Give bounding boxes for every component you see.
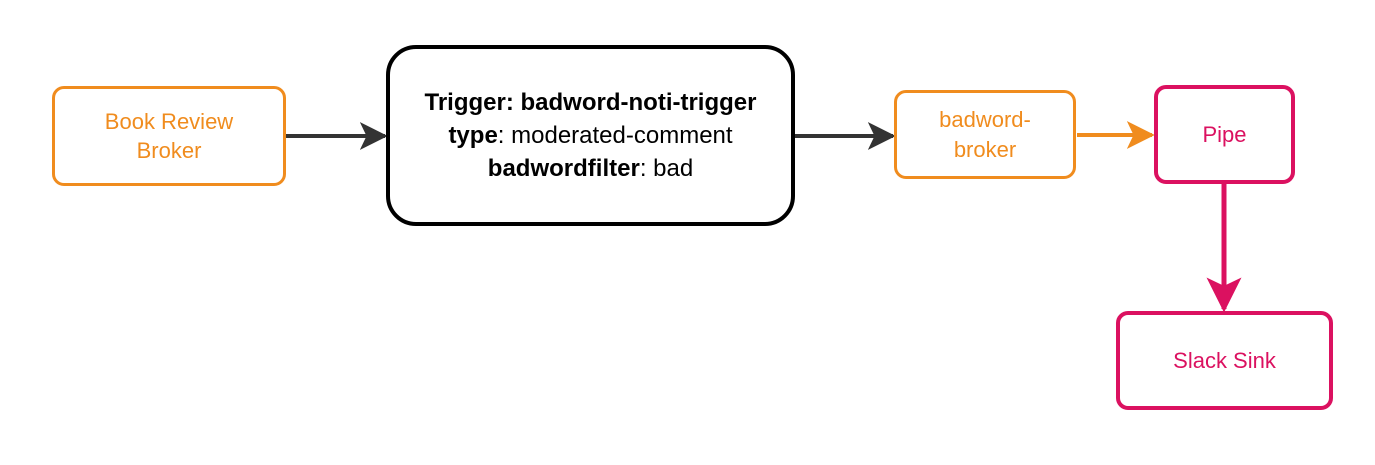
node-label-line: Pipe — [1202, 121, 1247, 147]
trigger-line-2-rest: : moderated-comment — [497, 121, 733, 149]
trigger-line-1-bold: Trigger: badword-noti-trigger — [424, 88, 757, 116]
node-pipe[interactable]: Pipe — [1154, 85, 1295, 184]
trigger-line-2-bold: type — [448, 121, 498, 149]
node-book-review-broker[interactable]: Book Review Broker — [52, 86, 286, 186]
trigger-line-3: badwordfilter: bad — [404, 152, 777, 185]
node-label-line: Slack Sink — [1173, 347, 1276, 373]
trigger-line-3-rest: : bad — [639, 155, 694, 183]
trigger-line-3-bold: badwordfilter — [487, 155, 640, 183]
node-trigger-details[interactable]: Trigger: badword-noti-trigger type: mode… — [386, 45, 795, 226]
node-label-line: badword- — [939, 107, 1031, 133]
trigger-line-2: type: moderated-comment — [404, 119, 777, 152]
node-label-line: Book Review — [104, 108, 234, 134]
node-slack-sink[interactable]: Slack Sink — [1116, 311, 1333, 410]
node-label-line: broker — [953, 136, 1017, 162]
node-badword-broker[interactable]: badword- broker — [894, 90, 1076, 179]
node-label-line: Broker — [136, 138, 202, 163]
trigger-line-1: Trigger: badword-noti-trigger — [404, 86, 777, 119]
